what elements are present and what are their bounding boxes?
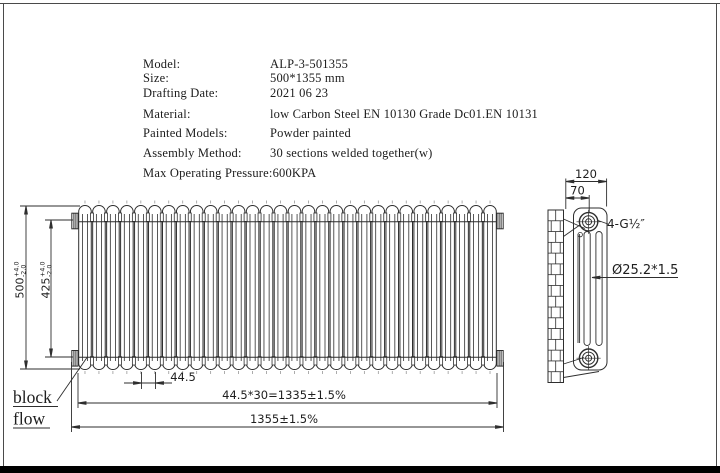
dimension-offset-70	[565, 195, 590, 213]
spec-value: 30 sections welded together(w)	[270, 146, 433, 160]
spec-label: Drafting Date:	[143, 86, 219, 100]
spec-value: ALP-3-501355	[270, 57, 349, 71]
label-block: block	[13, 387, 52, 407]
svg-text:+4.0: +4.0	[39, 261, 47, 277]
corner-plugs	[71, 212, 504, 367]
dimension-1335	[77, 373, 498, 408]
radiator-sections	[78, 200, 497, 375]
spec-row-model: Model: ALP-3-501355	[143, 57, 348, 72]
label-height-500: 500 +4.0 -2.0	[13, 261, 28, 298]
radiator-side-view	[547, 207, 608, 383]
svg-text:-2.0: -2.0	[20, 265, 28, 277]
label-offset-70: 70	[570, 184, 585, 198]
spec-label: Max Operating Pressure:	[143, 166, 273, 180]
spec-row-painted: Painted Models: Powder painted	[143, 126, 351, 141]
spec-row-assembly: Assembly Method: 30 sections welded toget…	[143, 146, 433, 161]
spec-label: Size:	[143, 71, 169, 85]
dimension-height-500	[20, 205, 80, 370]
spec-value: 2021 06 23	[270, 86, 329, 100]
radiator-front-view	[71, 200, 504, 375]
block-flow-callout	[13, 357, 88, 429]
svg-text:+4.0: +4.0	[13, 261, 21, 277]
label-1355: 1355±1.5%	[250, 412, 318, 426]
svg-text:-2.0: -2.0	[46, 265, 54, 277]
spec-value: Powder painted	[270, 126, 351, 140]
spec-label: Assembly Method:	[143, 146, 242, 160]
top-fitting	[576, 209, 601, 238]
label-depth-120: 120	[575, 167, 597, 181]
spec-value: 600KPA	[272, 166, 317, 180]
spec-value: low Carbon Steel EN 10130 Grade Dc01.EN …	[270, 107, 538, 121]
spec-row-material: Material: low Carbon Steel EN 10130 Grade…	[143, 107, 538, 122]
label-thread: 4-G½″	[607, 217, 645, 231]
thread-leader	[597, 220, 609, 225]
label-flow: flow	[13, 409, 45, 429]
svg-text:425: 425	[40, 278, 53, 299]
spec-row-date: Drafting Date: 2021 06 23	[143, 86, 328, 101]
spec-label: Painted Models:	[143, 126, 228, 140]
front-dimensions	[13, 205, 504, 432]
bottom-fitting	[576, 346, 601, 371]
wall-brackets	[563, 218, 600, 378]
wall-outline	[547, 209, 564, 383]
spec-value: 500*1355 mm	[270, 71, 345, 85]
label-height-425: 425 +4.0 -2.0	[39, 261, 54, 298]
label-tube-diameter: Ø25.2*1.5	[612, 263, 678, 278]
svg-text:500: 500	[14, 278, 27, 299]
page-border	[0, 3, 720, 466]
dimension-height-425	[45, 219, 73, 358]
dimension-pitch	[124, 372, 172, 389]
dimension-depth-120	[565, 178, 608, 209]
bottom-black-bar	[0, 466, 720, 473]
label-pitch: 44.5	[170, 370, 196, 384]
wall-brick-hatch	[548, 210, 564, 383]
spec-label: Material:	[143, 107, 191, 121]
spec-row-size: Size: 500*1355 mm	[143, 71, 345, 86]
side-body	[573, 207, 608, 371]
spec-label: Model:	[143, 57, 181, 71]
dimension-1355	[71, 362, 504, 432]
tube-diameter-leader	[591, 275, 678, 280]
label-1335: 44.5*30=1335±1.5%	[222, 388, 346, 402]
side-dimensions	[565, 178, 678, 280]
spec-row-pressure: Max Operating Pressure:600KPA	[143, 166, 316, 181]
side-tubes	[577, 231, 603, 346]
